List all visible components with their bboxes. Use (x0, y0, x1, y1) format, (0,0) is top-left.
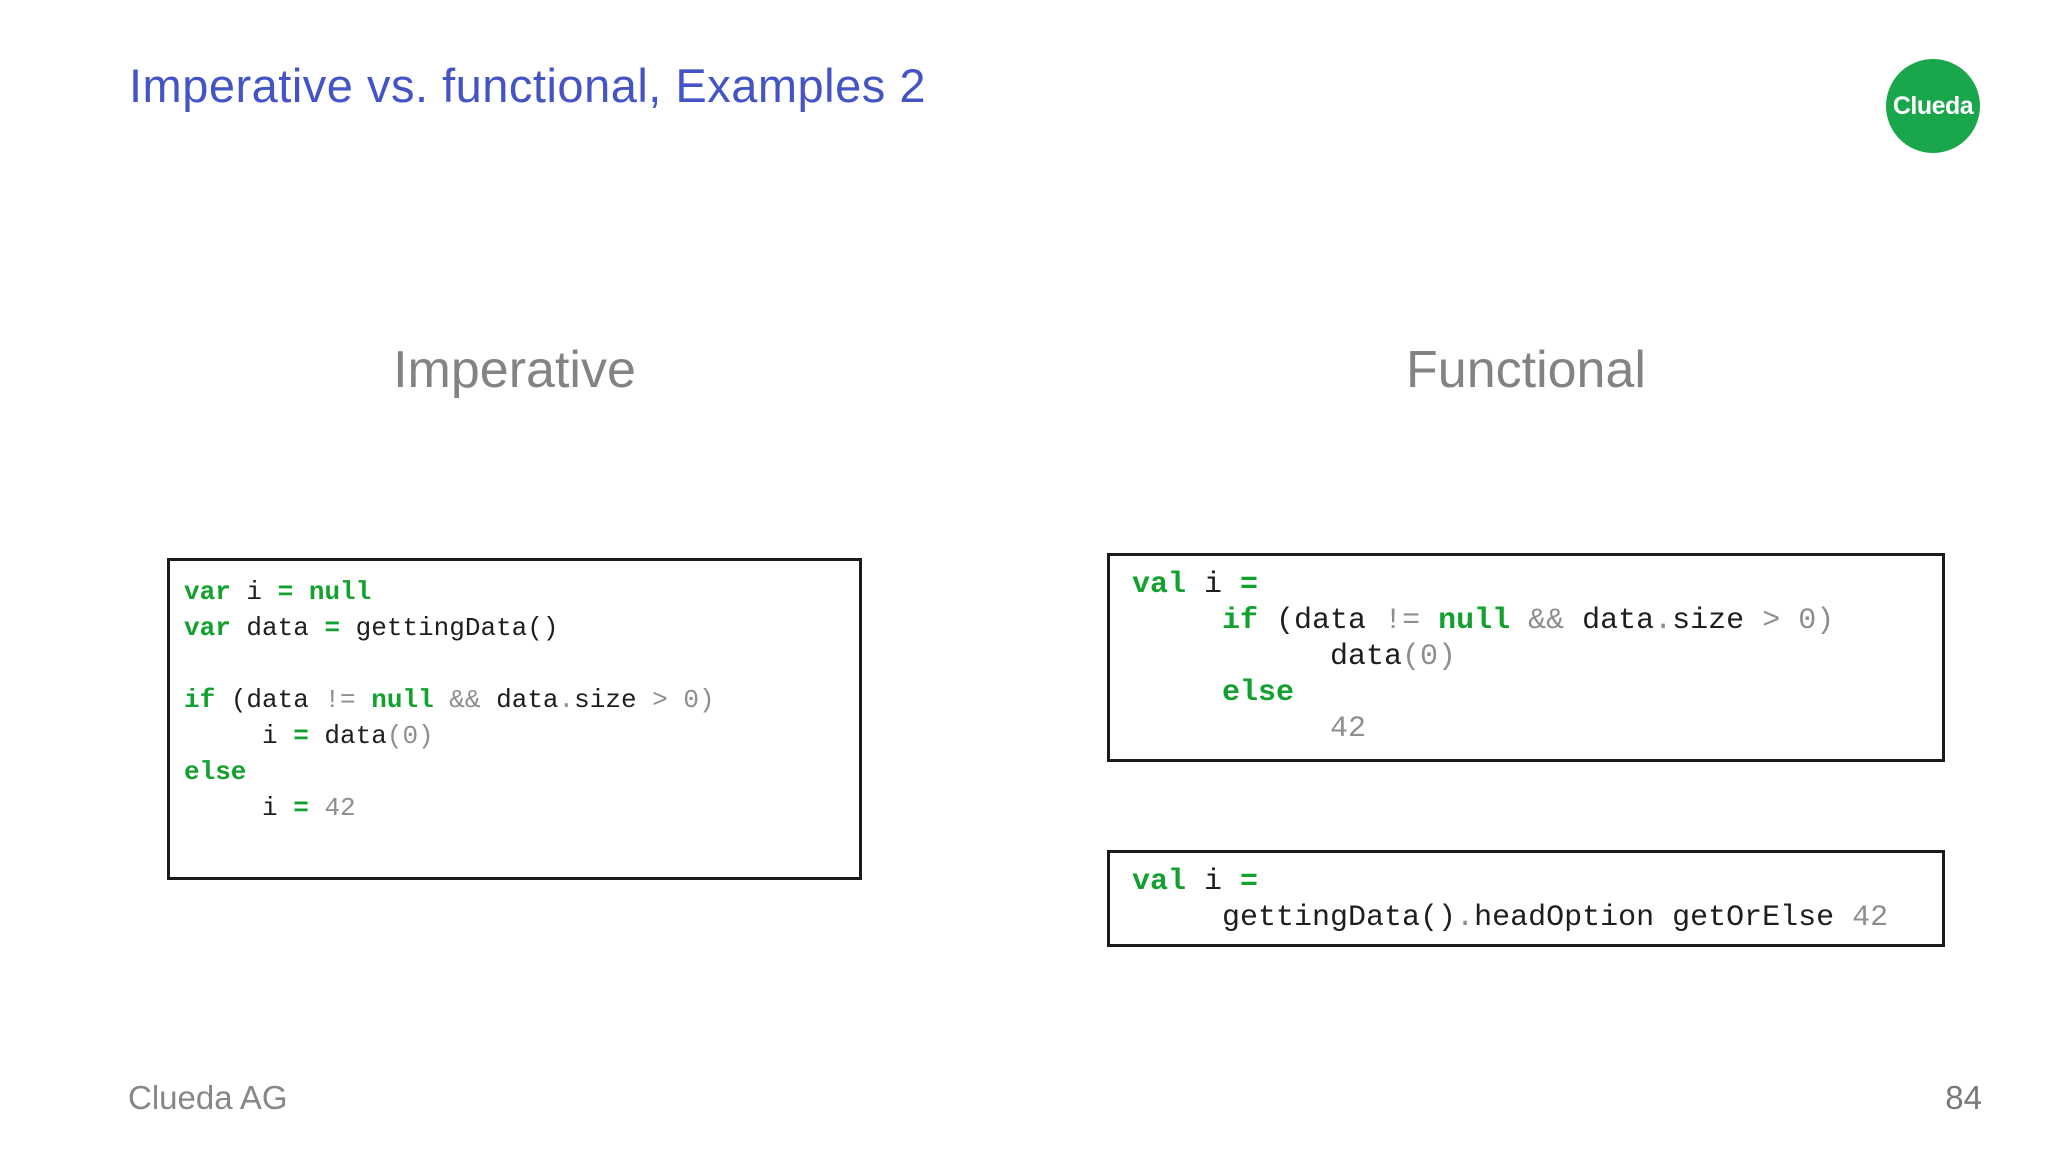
code-line: i = data(0) (184, 721, 434, 751)
code-line: else (1222, 676, 1295, 710)
code-line: var i = null (184, 577, 372, 607)
functional-code-1: val i = if (data != null && data.size > … (1110, 556, 1942, 747)
code-line: else (184, 757, 247, 787)
clueda-logo-label: Clueda (1892, 91, 1974, 120)
imperative-code: var i = null var data = gettingData() if … (170, 561, 859, 826)
code-line: var data = gettingData() (184, 613, 559, 643)
functional-code-box-1: val i = if (data != null && data.size > … (1107, 553, 1945, 762)
code-line: 42 (1330, 712, 1367, 746)
clueda-logo: Clueda (1886, 59, 1980, 153)
code-line: i = 42 (184, 793, 356, 823)
page-number: 84 (1945, 1079, 1982, 1116)
slide-title: Imperative vs. functional, Examples 2 (129, 59, 926, 112)
code-line (184, 646, 859, 682)
imperative-code-box: var i = null var data = gettingData() if … (167, 558, 862, 880)
functional-code-2: val i = gettingData().headOption getOrEl… (1110, 853, 1942, 936)
column-header-imperative: Imperative (393, 341, 636, 399)
column-header-functional: Functional (1406, 341, 1646, 399)
code-line: data(0) (1132, 640, 1457, 674)
footer-company: Clueda AG (128, 1079, 288, 1116)
code-line: gettingData().headOption getOrElse 42 (1132, 901, 1889, 935)
functional-code-box-2: val i = gettingData().headOption getOrEl… (1107, 850, 1945, 947)
code-line: if (data != null && data.size > 0) (184, 685, 715, 715)
code-line: val i = (1132, 865, 1259, 899)
code-line: val i = (1132, 568, 1259, 602)
code-line: if (data != null && data.size > 0) (1222, 604, 1835, 638)
